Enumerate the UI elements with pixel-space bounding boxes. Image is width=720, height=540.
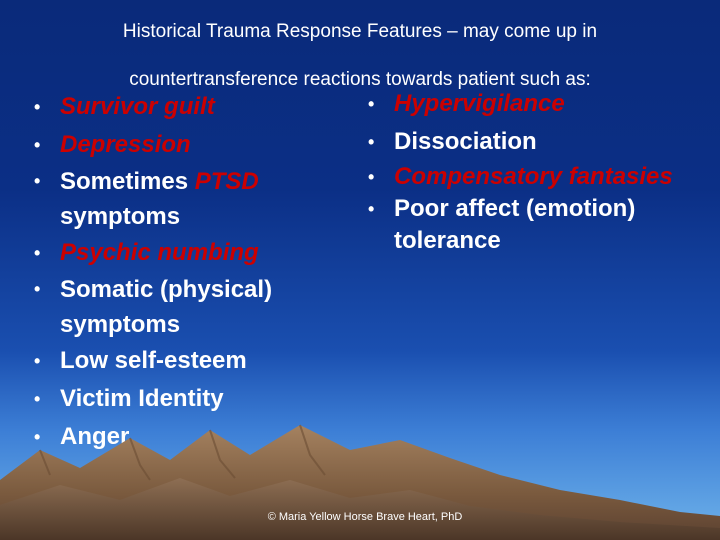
- left-bullet-list: • Survivor guilt • Depression • Sometime…: [24, 88, 354, 456]
- bullet-icon: •: [368, 132, 375, 152]
- mountain-range-front: [0, 478, 720, 540]
- bullet-icon: •: [34, 351, 41, 371]
- bullet-icon: •: [34, 135, 41, 155]
- list-item: • Hypervigilance: [358, 85, 698, 123]
- title-line-1: Historical Trauma Response Features – ma…: [122, 21, 598, 42]
- bullet-icon: •: [34, 427, 41, 447]
- list-item: • Victim Identity: [24, 380, 354, 418]
- right-bullet-list: • Hypervigilance • Dissociation • Compen…: [358, 85, 698, 257]
- list-item: • Somatic (physical) symptoms: [24, 272, 354, 342]
- bullet-icon: •: [368, 199, 375, 219]
- list-item: • Dissociation: [358, 123, 698, 161]
- bullet-icon: •: [34, 389, 41, 409]
- bullet-icon: •: [368, 167, 375, 187]
- slide-title: Historical Trauma Response Features – ma…: [20, 8, 700, 104]
- list-item: • Depression: [24, 126, 354, 164]
- bullet-icon: •: [34, 97, 41, 117]
- list-item: • Survivor guilt: [24, 88, 354, 126]
- bullet-icon: •: [34, 243, 41, 263]
- bullet-icon: •: [368, 94, 375, 114]
- bullet-icon: •: [34, 171, 41, 191]
- copyright-credit: © Maria Yellow Horse Brave Heart, PhD: [267, 511, 463, 523]
- list-item: • Psychic numbing: [24, 234, 354, 272]
- list-item: • Poor affect (emotion) tolerance: [368, 195, 636, 254]
- list-item: • Compensatory fantasies: [358, 161, 698, 193]
- list-item: • Low self-esteem: [24, 342, 354, 380]
- list-item: • Sometimes PTSD symptoms: [24, 164, 354, 234]
- bullet-icon: •: [34, 279, 41, 299]
- title-line-2: countertransference reactions towards pa…: [129, 69, 591, 90]
- mountain-landscape: [0, 424, 720, 540]
- mountain-ridges: [39, 424, 326, 481]
